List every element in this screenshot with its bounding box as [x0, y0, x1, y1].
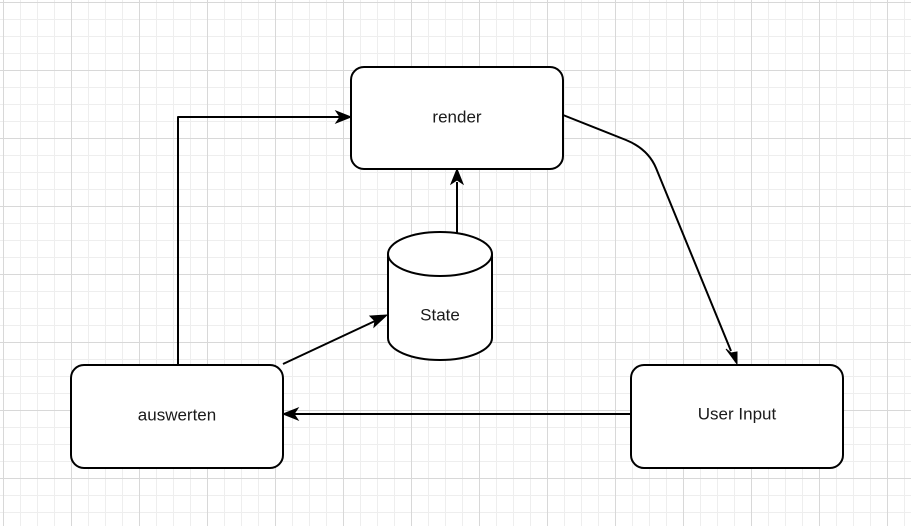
node-auswerten-label: auswerten: [138, 405, 216, 424]
edge-user-input-to-auswerten-arrowhead: [281, 406, 300, 422]
edge-render-to-user-input-arrowhead: [725, 348, 738, 366]
edge-state-to-render-arrowhead: [449, 167, 465, 186]
node-user-input-shape: [630, 364, 844, 469]
node-auswerten[interactable]: auswerten: [70, 364, 284, 469]
edge-render-to-user-input[interactable]: [562, 114, 738, 366]
edge-auswerten-to-render-line: [177, 116, 341, 366]
node-state-top-ellipse: [387, 231, 493, 277]
edge-auswerten-to-render-arrowhead: [334, 109, 353, 125]
node-user-input[interactable]: User Input: [630, 364, 844, 469]
node-render-label: render: [432, 107, 481, 126]
node-state[interactable]: State: [387, 231, 493, 361]
edge-auswerten-to-state-arrowhead: [368, 314, 389, 329]
node-auswerten-shape: [70, 364, 284, 469]
edge-auswerten-to-state-line: [282, 320, 376, 365]
node-state-label: State: [420, 305, 460, 324]
edge-render-to-user-input-line: [562, 114, 732, 352]
node-render-shape: [350, 66, 564, 170]
edge-state-to-render[interactable]: [449, 167, 465, 238]
edge-user-input-to-auswerten[interactable]: [281, 406, 631, 422]
node-render[interactable]: render: [350, 66, 564, 170]
edge-auswerten-to-render[interactable]: [177, 109, 353, 366]
node-state-body: [387, 254, 493, 361]
edge-auswerten-to-state[interactable]: [282, 314, 389, 365]
node-user-input-label: User Input: [698, 404, 777, 423]
